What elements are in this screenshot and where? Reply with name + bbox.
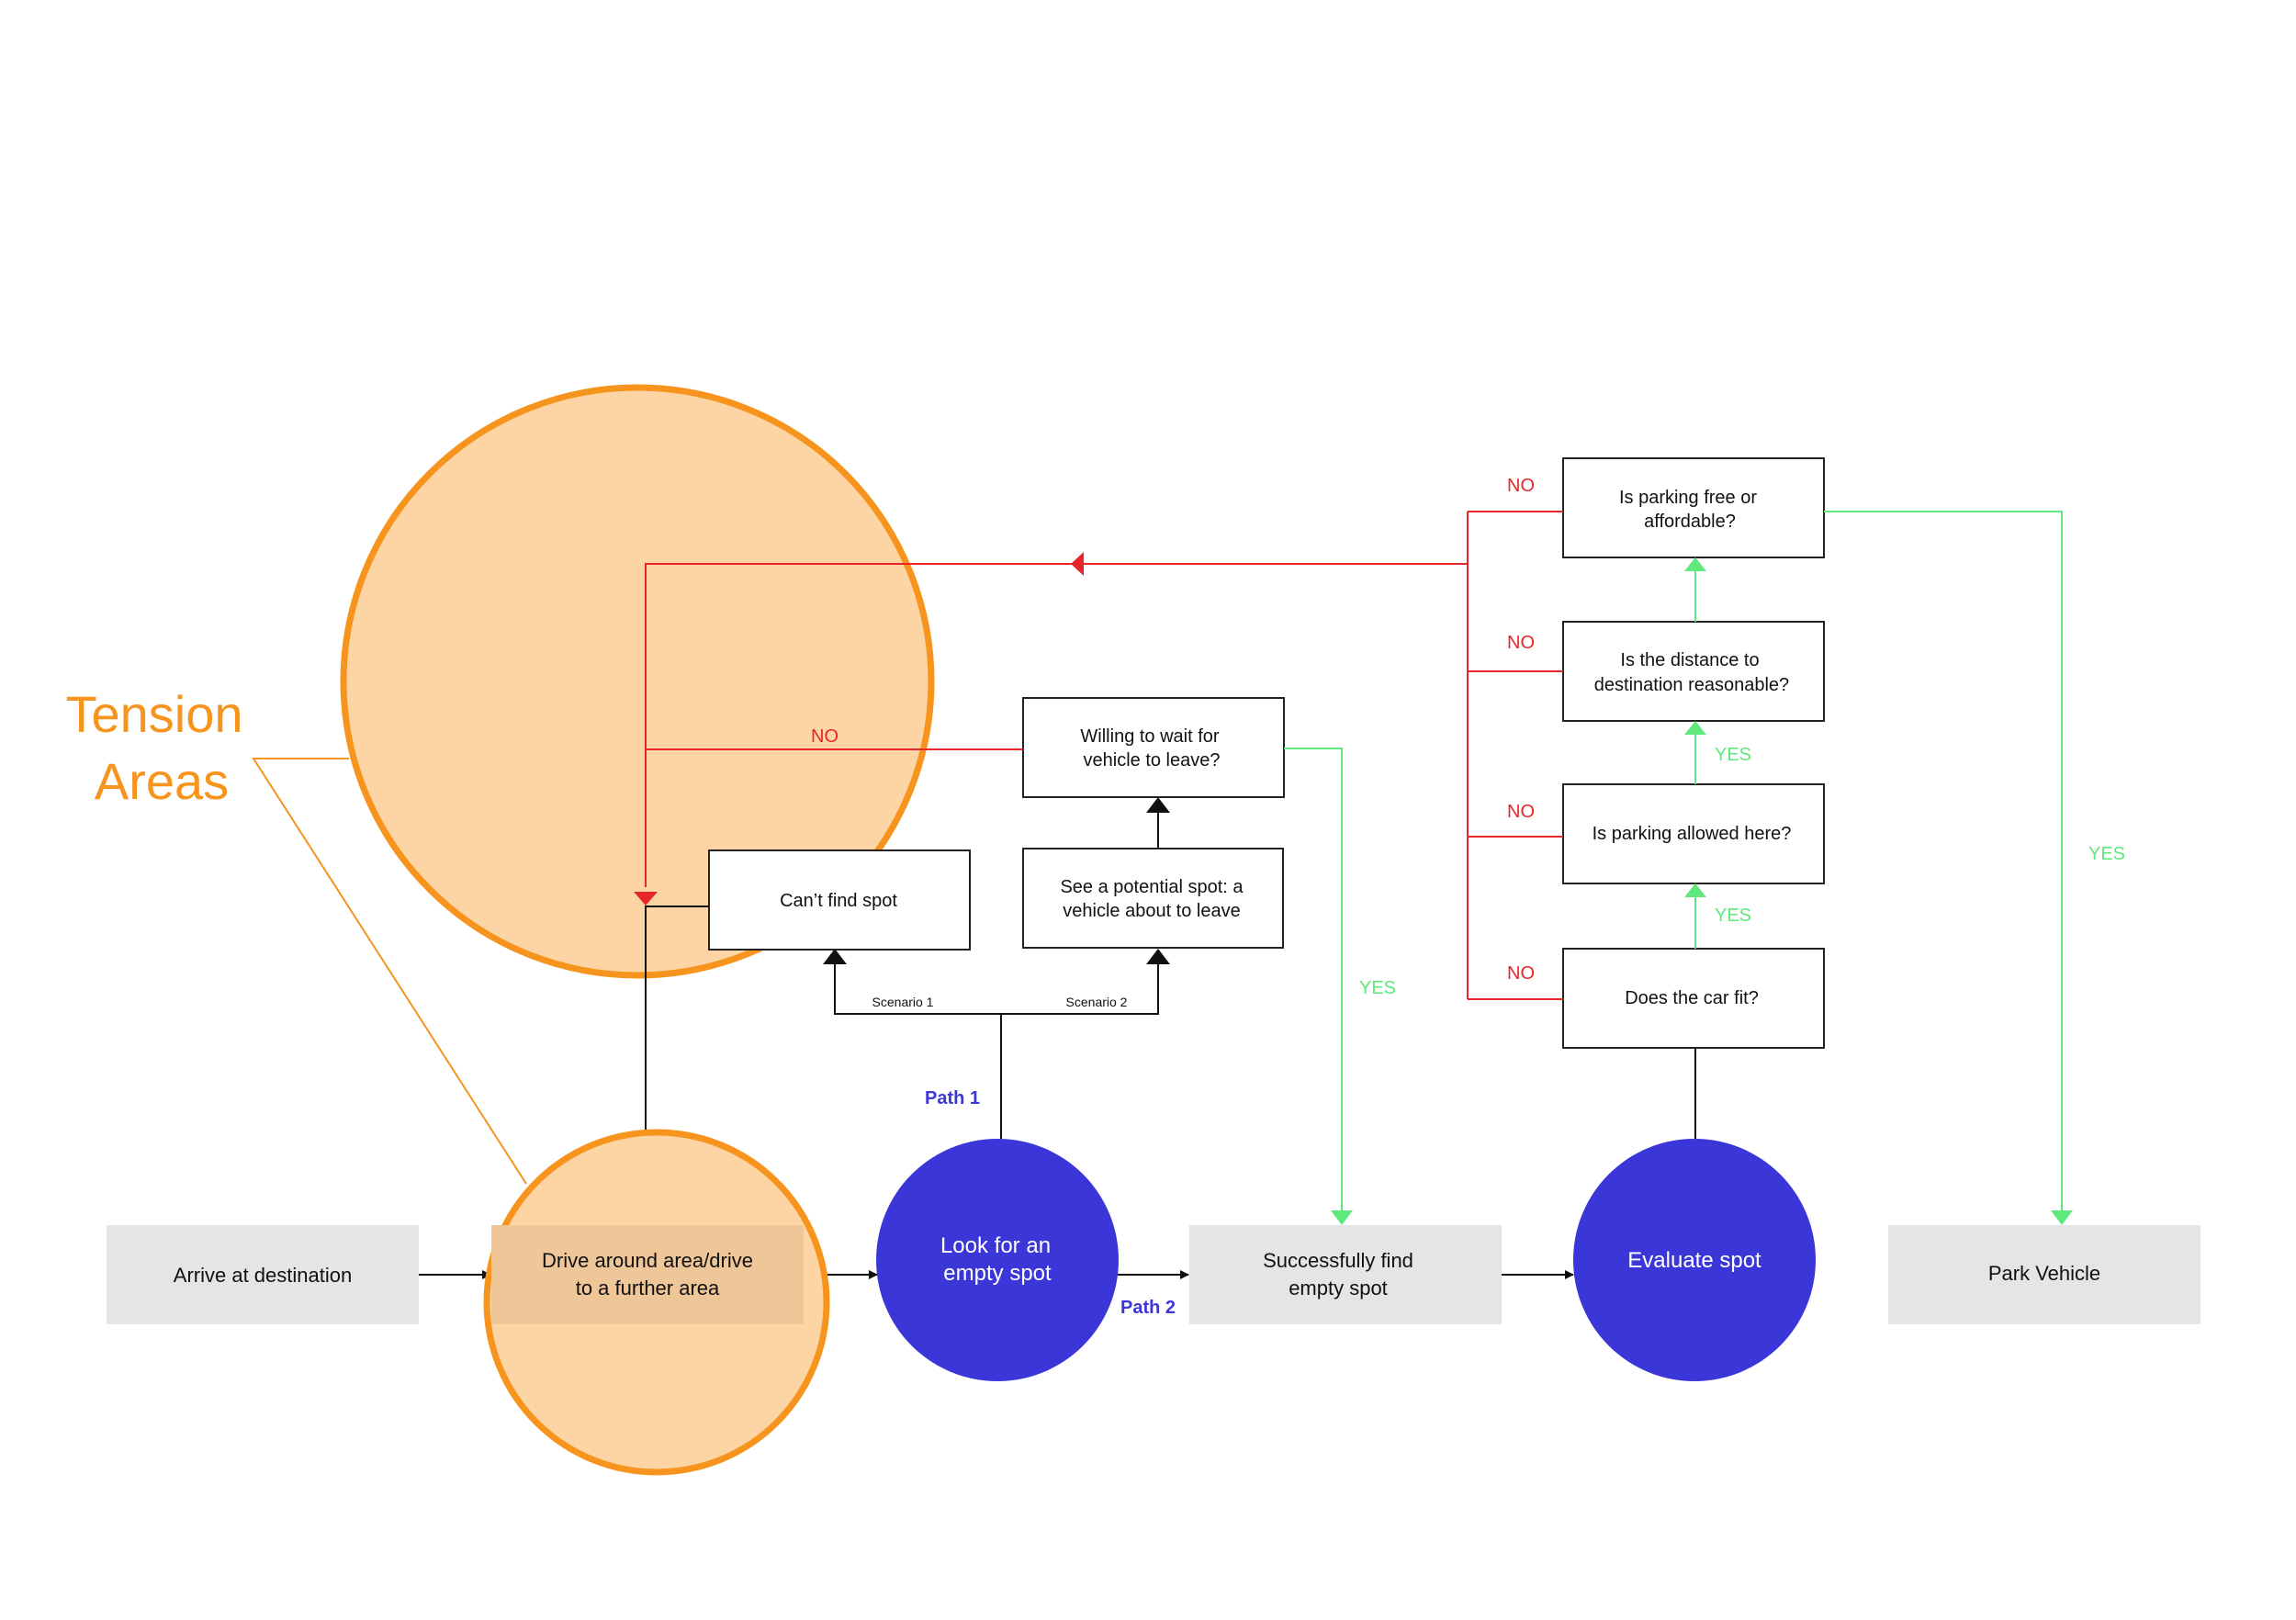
allowed-yes-label: YES: [1715, 745, 1751, 765]
tension-title-line-1: Tension: [65, 685, 242, 743]
scenario-1-label: Scenario 1: [872, 995, 934, 1009]
arrowhead-to-potential-spot: [1146, 949, 1170, 964]
successfully-find-label-2: empty spot: [1289, 1277, 1388, 1299]
willing-yes-line: [1284, 748, 1343, 1212]
arrowhead-carfit-yes: [1684, 883, 1706, 897]
willing-yes-label: YES: [1359, 978, 1396, 998]
drive-around-node: Drive around area/drive to a further are…: [491, 1225, 804, 1324]
park-vehicle-label: Park Vehicle: [1988, 1262, 2100, 1285]
parking-allowed-label: Is parking allowed here?: [1593, 824, 1792, 844]
cant-find-label: Can’t find spot: [780, 891, 897, 911]
successfully-find-label-1: Successfully find: [1263, 1249, 1413, 1272]
look-spot-label-2: empty spot: [943, 1261, 1052, 1286]
drive-around-label-2: to a further area: [576, 1277, 720, 1299]
decision-free-affordable: Is parking free or affordable?: [1562, 457, 1825, 558]
arrive-label: Arrive at destination: [174, 1264, 352, 1287]
decision-parking-allowed: Is parking allowed here?: [1562, 783, 1825, 884]
arrive-node: Arrive at destination: [107, 1225, 419, 1324]
cant-find-node: Can’t find spot: [708, 849, 971, 951]
free-yes-label: YES: [2088, 844, 2125, 864]
distance-no-label: NO: [1507, 633, 1535, 653]
evaluate-spot-label: Evaluate spot: [1627, 1248, 1761, 1273]
drive-around-label-1: Drive around area/drive: [542, 1249, 753, 1272]
distance-label-1: Is the distance to: [1620, 650, 1759, 670]
cant-find-to-drive-line: [645, 906, 709, 1212]
scenario-2-label: Scenario 2: [1066, 995, 1128, 1009]
decision-car-fit: Does the car fit?: [1562, 948, 1825, 1049]
free-affordable-label-1: Is parking free or: [1619, 488, 1757, 508]
park-vehicle-node: Park Vehicle: [1888, 1225, 2200, 1324]
look-spot-label-1: Look for an: [940, 1233, 1051, 1258]
scenario-branch-line: [834, 954, 1159, 1015]
free-affordable-label-2: affordable?: [1644, 512, 1736, 532]
path-1-label: Path 1: [925, 1088, 980, 1108]
distance-label-2: destination reasonable?: [1594, 675, 1789, 695]
free-no-label: NO: [1507, 476, 1535, 496]
arrowhead-willing-yes: [1331, 1210, 1353, 1225]
tension-title-line-2: Areas: [95, 752, 229, 810]
tension-circle-large: [340, 384, 935, 979]
carfit-no-label: NO: [1507, 963, 1535, 984]
path-2-label: Path 2: [1120, 1298, 1176, 1318]
arrowhead-free-yes: [2051, 1210, 2073, 1225]
arrowhead-no-return-mid: [1071, 552, 1084, 576]
free-yes-line: [1824, 511, 2063, 1212]
willing-wait-label-1: Willing to wait for: [1080, 726, 1219, 747]
arrowhead-no-return-down: [634, 892, 658, 906]
willing-wait-node: Willing to wait for vehicle to leave?: [1022, 697, 1285, 798]
potential-spot-label-1: See a potential spot: a: [1060, 877, 1244, 897]
arrowhead-to-cant-find: [823, 949, 847, 964]
willing-no-label: NO: [811, 726, 838, 747]
allowed-no-label: NO: [1507, 802, 1535, 822]
arrowhead-to-willing: [1146, 797, 1170, 813]
potential-spot-label-2: vehicle about to leave: [1063, 901, 1240, 921]
willing-wait-label-2: vehicle to leave?: [1084, 750, 1221, 771]
successfully-find-node: Successfully find empty spot: [1189, 1225, 1502, 1324]
arrowhead-allowed-yes: [1684, 721, 1706, 735]
decision-distance: Is the distance to destination reasonabl…: [1562, 621, 1825, 722]
arrowhead-distance-yes: [1684, 557, 1706, 571]
car-fit-label: Does the car fit?: [1625, 988, 1759, 1008]
look-spot-node: Look for an empty spot: [876, 1139, 1119, 1381]
no-return-line: [645, 563, 1468, 887]
tension-pointer-lines: [252, 758, 527, 1185]
potential-spot-node: See a potential spot: a vehicle about to…: [1022, 848, 1284, 949]
carfit-yes-label: YES: [1715, 906, 1751, 926]
evaluate-spot-node: Evaluate spot: [1573, 1139, 1816, 1381]
